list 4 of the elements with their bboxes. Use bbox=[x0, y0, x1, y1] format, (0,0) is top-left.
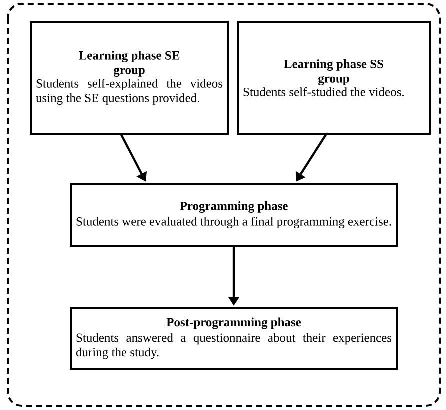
phase-box: Learning phase SE group Students self-explained the videos using the SE questions provided. bbox=[30, 21, 229, 135]
phase-box: Post-programming phase Students answered a questionnaire about their experiences during the study. bbox=[70, 307, 398, 370]
phase-box: Programming phase Students were evaluated through a final programming exercise. bbox=[70, 183, 398, 247]
phase-box: Learning phase SS group Students self-studied the videos. bbox=[237, 21, 431, 135]
